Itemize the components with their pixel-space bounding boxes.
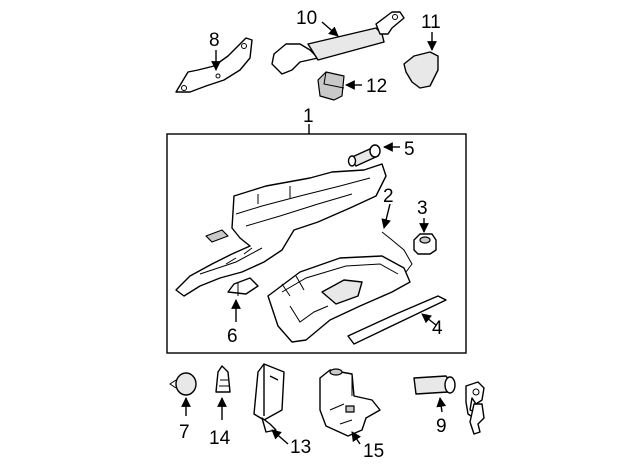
callout-2-leader [381,203,391,229]
part-4-seal [347,295,447,345]
part-11-bumper [403,51,439,89]
callout-6: 6 [227,326,238,347]
callout-4: 4 [432,318,443,339]
part-7-plug [169,372,197,396]
part-14-bulb [215,365,231,393]
part-6-clip [227,277,259,296]
callout-11: 11 [421,12,441,33]
callout-7: 7 [179,422,190,443]
glove-box-bin [267,255,411,343]
callout-14: 14 [209,428,231,449]
part-5-cylinder [347,144,381,167]
callout-9: 9 [436,416,447,437]
callout-15: 15 [363,441,384,462]
part-13-switch [253,363,285,433]
part-15-lock-housing [319,368,381,437]
callout-2: 2 [383,186,394,207]
callout-13-leader [271,429,289,445]
part-9-lock-with-keys [413,375,485,435]
part-12-stop-block [317,71,345,101]
callout-10-leader [321,21,339,37]
callout-10: 10 [296,8,317,29]
assembly-frame [166,133,467,354]
part-10-damper [271,11,405,75]
callout-3: 3 [417,198,428,219]
callout-8: 8 [209,30,220,51]
callout-1: 1 [303,106,314,127]
callout-15-leader [351,431,361,445]
callout-13: 13 [290,437,311,458]
callout-4-leader [421,313,437,326]
callout-12: 12 [366,76,387,97]
part-2-strip [381,231,413,273]
callout-9-leader [436,397,447,413]
part-3-bump-stop [413,233,437,255]
callout-5: 5 [404,139,415,160]
glove-box-panel [175,163,387,297]
part-8-bracket [175,37,253,93]
